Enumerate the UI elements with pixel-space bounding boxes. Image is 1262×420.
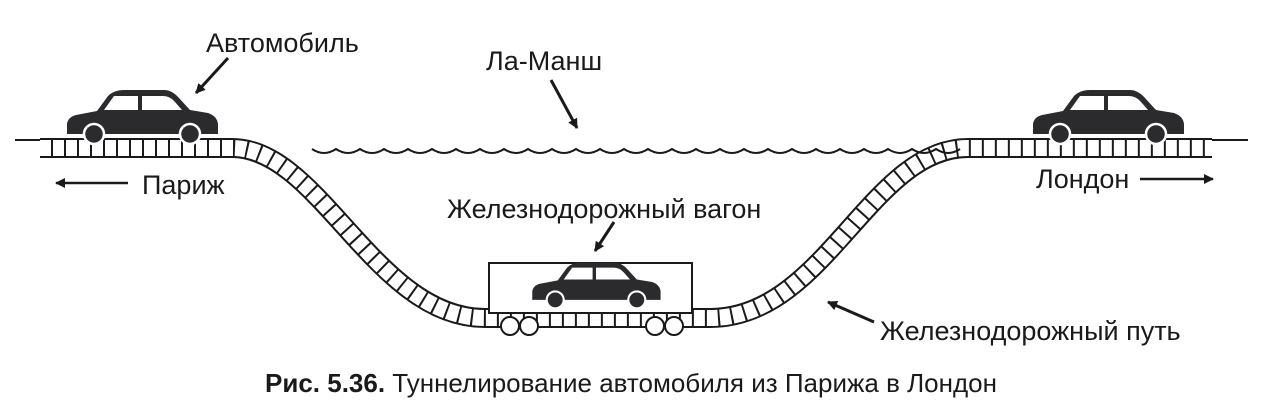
arrow-to-track (827, 300, 875, 324)
arrow-to-wagon (593, 221, 616, 252)
car-london (1031, 88, 1186, 146)
label-london: Лондон (1036, 164, 1130, 194)
label-channel: Ла-Манш (486, 46, 603, 76)
label-car: Автомобиль (206, 28, 359, 58)
arrow-to-car (194, 56, 230, 95)
figure-caption: Рис. 5.36. Туннелирование автомобиля из … (0, 368, 1262, 399)
label-wagon: Железнодорожный вагон (447, 194, 762, 224)
caption-text: Туннелирование автомобиля из Парижа в Ло… (392, 368, 997, 398)
car-paris (65, 88, 220, 146)
track-ties (40, 140, 1212, 326)
label-paris: Париж (142, 170, 225, 200)
label-track: Железнодорожный путь (880, 316, 1181, 346)
channel-water (311, 147, 961, 154)
caption-number: Рис. 5.36. (265, 368, 386, 398)
wagon-wheels (500, 316, 684, 336)
arrow-to-water (549, 79, 579, 129)
